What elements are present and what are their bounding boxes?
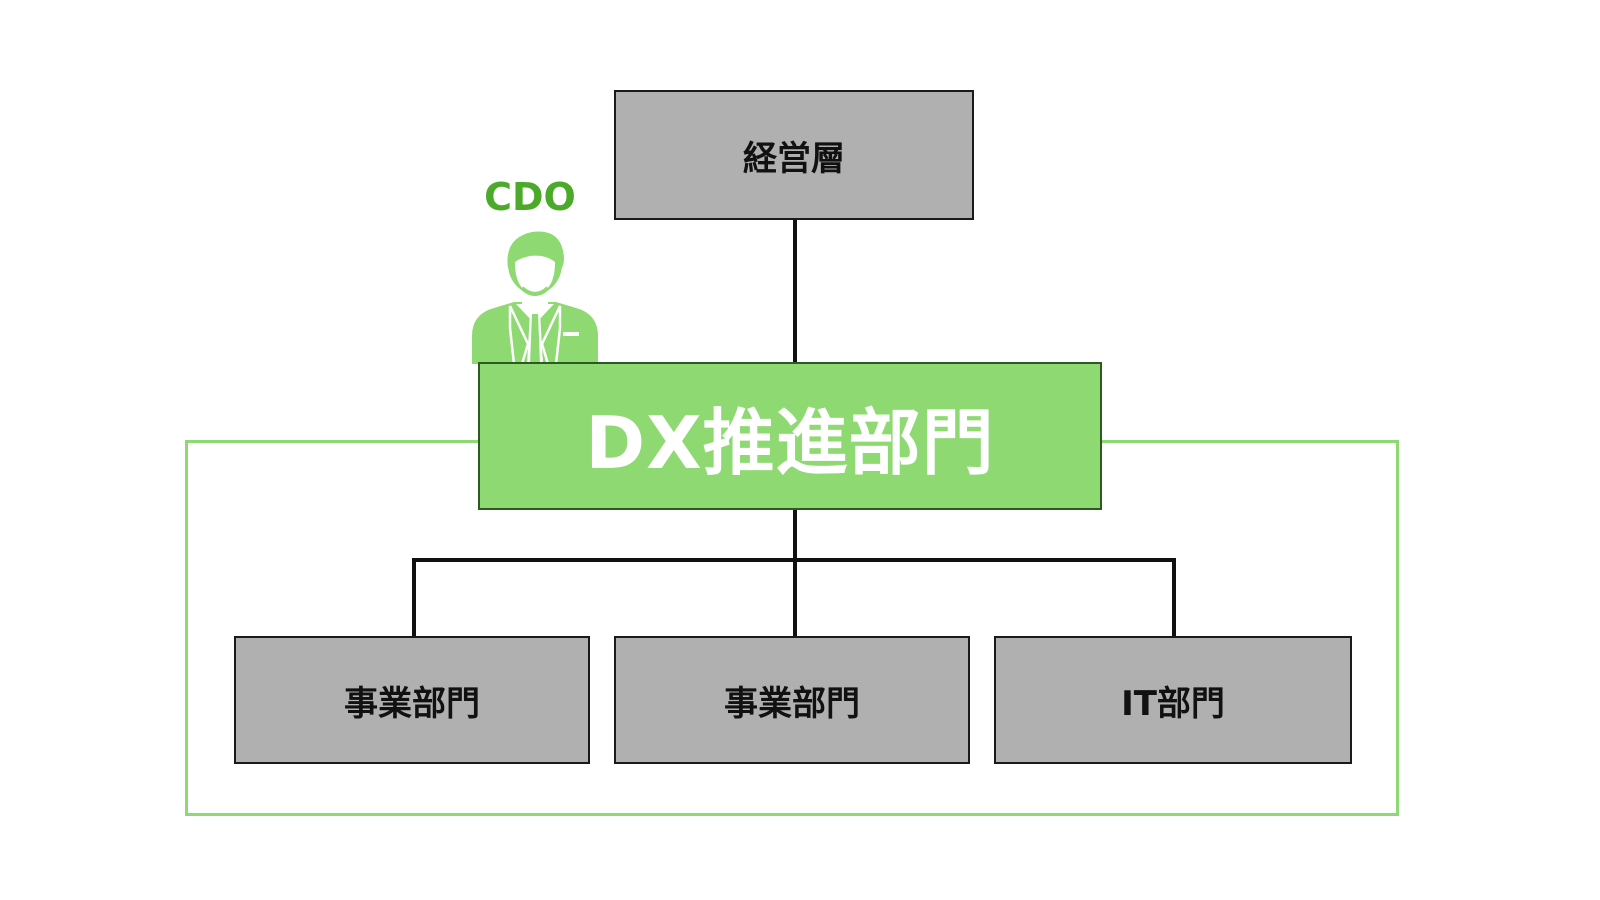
node-dx-promotion-label: DX推進部門 (585, 400, 995, 485)
node-management-label: 経営層 (743, 138, 845, 179)
node-it-dept: IT部門 (994, 636, 1352, 764)
connector-top-to-dx (793, 219, 797, 363)
node-business-dept-2-label: 事業部門 (724, 683, 860, 724)
person-icon (472, 231, 598, 364)
node-dx-promotion: DX推進部門 (478, 362, 1102, 510)
node-business-dept-2: 事業部門 (614, 636, 970, 764)
node-it-dept-label: IT部門 (1121, 683, 1225, 724)
node-management: 経営層 (614, 90, 974, 220)
connector-dx-down (793, 510, 797, 560)
connector-branch-left (412, 558, 416, 638)
cdo-label: CDO (484, 175, 576, 219)
node-business-dept-1-label: 事業部門 (344, 683, 480, 724)
connector-branch-center (793, 558, 797, 638)
connector-branch-right (1172, 558, 1176, 638)
node-business-dept-1: 事業部門 (234, 636, 590, 764)
